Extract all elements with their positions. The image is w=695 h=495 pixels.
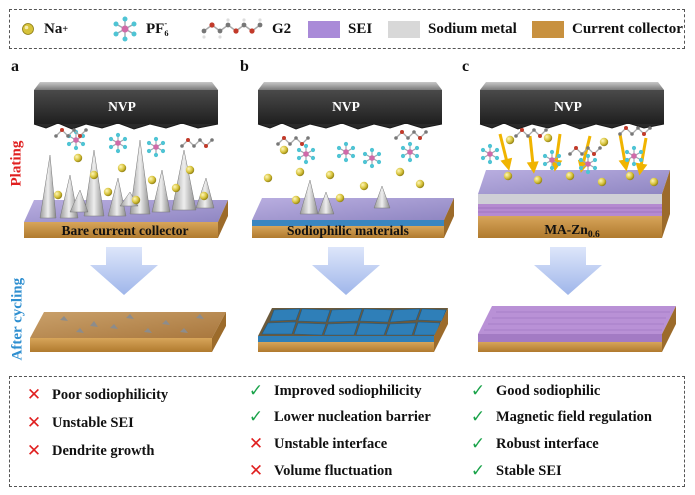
feature-c-2: ✓Magnetic field regulation bbox=[468, 407, 652, 427]
transition-arrow-b bbox=[312, 247, 380, 295]
legend-pf6: PF-6 bbox=[112, 10, 169, 48]
legend-pf6-label: PF bbox=[146, 20, 165, 37]
panel-b-plating: NVP Sodiophilic materials bbox=[252, 81, 454, 238]
g2-solvent-b bbox=[275, 129, 429, 147]
check-icon: ✓ bbox=[248, 381, 264, 401]
collector-label-b: Sodiophilic materials bbox=[287, 223, 409, 238]
legend-sei: SEI bbox=[308, 10, 372, 48]
nvp-label-b: NVP bbox=[332, 99, 360, 114]
legend-g2-label: G2 bbox=[272, 20, 292, 37]
current-collector-a bbox=[24, 222, 218, 238]
sei-layer-c bbox=[478, 170, 670, 194]
panel-letter-b: b bbox=[240, 58, 249, 75]
panel-letter-a: a bbox=[11, 58, 19, 75]
panel-a-plating: NVP Bare current co bbox=[24, 81, 228, 238]
legend-collector-label: Current collector bbox=[572, 20, 683, 37]
summary-box: ✕Poor sodiophilicity ✕Unstable SEI ✕Dend… bbox=[9, 376, 685, 487]
sodium-metal-c bbox=[478, 194, 662, 204]
cracked-sodiophilic-layer-b bbox=[261, 308, 447, 336]
collector-label-c: MA-Zn0.6 bbox=[544, 222, 600, 240]
legend-na-ion: Na+ bbox=[20, 10, 68, 48]
ma-zn-layer-c bbox=[478, 204, 662, 216]
panel-c-after-cycling bbox=[478, 306, 676, 352]
current-collector-swatch bbox=[532, 20, 564, 38]
legend-current-collector: Current collector bbox=[532, 10, 683, 48]
cycled-collector-surface-a bbox=[30, 312, 226, 338]
cross-icon: ✕ bbox=[26, 441, 42, 461]
cross-icon: ✕ bbox=[248, 434, 264, 454]
legend-g2: G2 bbox=[200, 10, 291, 48]
panel-b-after-cycling bbox=[258, 308, 448, 352]
legend-sei-label: SEI bbox=[348, 20, 373, 37]
panel-c-plating: NVP MA-Zn0.6 bbox=[478, 81, 670, 240]
feature-c-3: ✓Robust interface bbox=[468, 434, 599, 454]
current-collector-c bbox=[478, 216, 662, 238]
smooth-sodium-surface-c bbox=[478, 306, 676, 334]
residual-deposits-a bbox=[60, 314, 204, 333]
g2-solvent-c bbox=[513, 125, 653, 157]
pf6-anions-b bbox=[296, 141, 420, 169]
legend-sodium-metal: Sodium metal bbox=[388, 10, 517, 48]
legend: Na+ PF-6 G2 SEI Sodium metal bbox=[9, 9, 685, 49]
check-icon: ✓ bbox=[470, 434, 486, 454]
feature-b-4: ✕Volume fluctuation bbox=[246, 461, 392, 481]
cross-icon: ✕ bbox=[26, 413, 42, 433]
feature-b-1: ✓Improved sodiophilicity bbox=[246, 381, 422, 401]
legend-na-label: Na bbox=[44, 20, 63, 37]
pf6-molecule-icon bbox=[113, 16, 137, 42]
dendrites-b bbox=[299, 179, 391, 215]
feature-c-1: ✓Good sodiophilic bbox=[468, 381, 600, 401]
collector-label-a: Bare current collector bbox=[62, 223, 189, 238]
feature-c-4: ✓Stable SEI bbox=[468, 461, 562, 481]
transition-arrow-c bbox=[534, 247, 602, 295]
cross-icon: ✕ bbox=[248, 461, 264, 481]
cross-icon: ✕ bbox=[26, 385, 42, 405]
panel-letter-c: c bbox=[462, 58, 470, 75]
sodiophilic-layer-b bbox=[252, 220, 444, 226]
nvp-label-c: NVP bbox=[554, 99, 582, 114]
current-collector-b bbox=[252, 226, 444, 238]
na-ions-b bbox=[263, 145, 425, 205]
sodium-metal-swatch bbox=[388, 20, 420, 38]
g2-solvent-a bbox=[53, 127, 215, 149]
panel-a-after-cycling bbox=[30, 312, 226, 352]
guided-deposition-arrows-c bbox=[492, 131, 654, 178]
na-ion-icon bbox=[22, 23, 34, 35]
feature-b-3: ✕Unstable interface bbox=[246, 434, 387, 454]
feature-a-2: ✕Unstable SEI bbox=[24, 413, 134, 433]
nvp-label-a: NVP bbox=[108, 99, 136, 114]
check-icon: ✓ bbox=[470, 407, 486, 427]
transition-arrow-a bbox=[90, 247, 158, 295]
check-icon: ✓ bbox=[470, 461, 486, 481]
feature-a-3: ✕Dendrite growth bbox=[24, 441, 155, 461]
sei-swatch bbox=[308, 20, 340, 38]
feature-a-1: ✕Poor sodiophilicity bbox=[24, 385, 168, 405]
sei-layer-b bbox=[252, 198, 454, 220]
g2-molecule-icon bbox=[201, 18, 263, 39]
check-icon: ✓ bbox=[470, 381, 486, 401]
check-icon: ✓ bbox=[248, 407, 264, 427]
feature-b-2: ✓Lower nucleation barrier bbox=[246, 407, 431, 427]
legend-sodium-label: Sodium metal bbox=[428, 20, 517, 37]
